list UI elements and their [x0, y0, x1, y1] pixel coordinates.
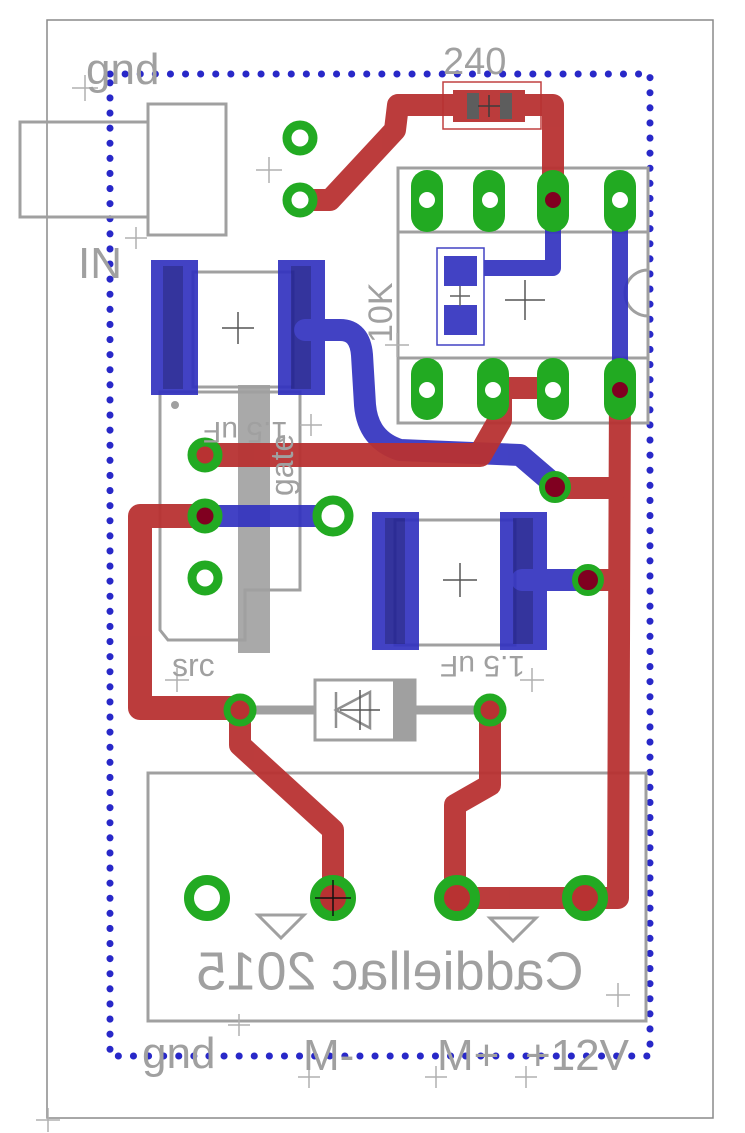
label-layer: 240 gnd IN 10K 1.5 uF gate src 1.5 uF Ca…: [78, 41, 630, 1080]
pot-outline: [396, 166, 650, 425]
input-pad-2: [282, 182, 318, 218]
diode-pad-anode: [223, 693, 257, 727]
mosfet-source-pad: [187, 560, 223, 596]
label-12v: +12V: [525, 1031, 630, 1080]
diode-pad-cathode: [473, 693, 507, 727]
mosfet-drain-pad: [187, 498, 223, 534]
label-mosfet-src: src: [172, 647, 215, 683]
label-input: IN: [78, 239, 122, 288]
label-resistor-value: 240: [443, 41, 506, 83]
label-mosfet-gate: gate: [264, 434, 300, 496]
label-gnd-bottom: gnd: [142, 1029, 215, 1078]
terminal-block-outline: [146, 771, 648, 1023]
pad-layer: [184, 120, 636, 921]
via-pad: [312, 495, 354, 537]
mosfet-gate-pad: [187, 437, 223, 473]
input-connector-plug: [146, 102, 228, 237]
via-2: [572, 564, 604, 596]
terminal-pad-12v: [562, 875, 608, 921]
input-pad-1: [282, 120, 318, 156]
board-outline: [46, 19, 714, 1119]
input-connector-body: [18, 120, 150, 219]
label-cap-right-value: 1.5 uF: [440, 649, 525, 682]
label-cap-left-value: 1.5 uF: [203, 415, 288, 448]
label-pot-value: 10K: [362, 282, 400, 343]
label-m-plus: M+: [437, 1031, 499, 1080]
terminal-pad-gnd: [184, 875, 230, 921]
terminal-pad-m-plus: [434, 875, 480, 921]
label-m-minus: M-: [303, 1031, 354, 1080]
via-1: [539, 471, 571, 503]
label-signature: Caddiellac 2015: [196, 941, 583, 1001]
label-gnd-top: gnd: [86, 45, 159, 94]
ground-pour-outline: [106, 70, 654, 1060]
